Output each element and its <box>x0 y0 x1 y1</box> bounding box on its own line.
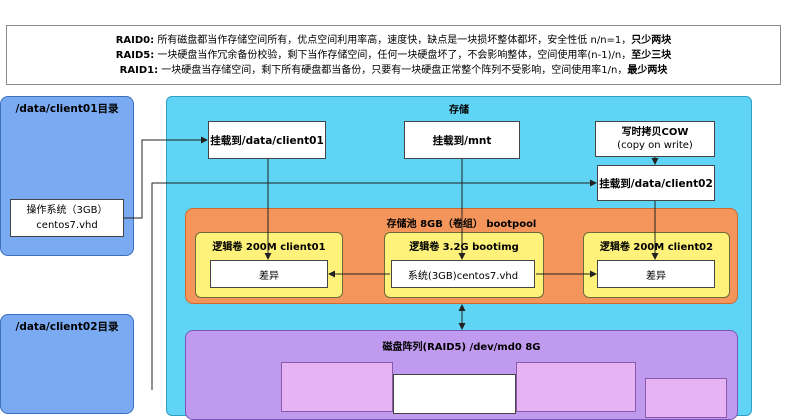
diff-box-client02: 差异 <box>597 260 715 288</box>
client02-title: /data/client02目录 <box>15 321 119 333</box>
raid0-line: RAID0: 所有磁盘都当作存储空间所有，优点空间利用率高，速度快，缺点是一块损… <box>115 35 672 46</box>
mount-mnt-box: 挂载到/mnt <box>404 121 520 159</box>
raid5-line: RAID5: 一块硬盘当作冗余备份校验，剩下当作存储空间，任何一块硬盘坏了，不会… <box>115 50 672 61</box>
storage-pool-title: 存储池 8GB（卷组） bootpool <box>386 219 537 230</box>
disk-block-1 <box>281 362 393 412</box>
lv01-title: 逻辑卷 200M client01 <box>212 242 326 253</box>
mount-client02-box: 挂载到/data/client02 <box>597 165 715 201</box>
lvboot-title: 逻辑卷 3.2G bootimg <box>409 242 519 253</box>
mount-client01-box: 挂载到/data/client01 <box>208 121 326 159</box>
disk-block-white <box>393 374 516 414</box>
cow-title: 写时拷贝COW <box>621 127 689 138</box>
raid1-line: RAID1: 一块硬盘当存储空间，剩下所有硬盘都当备份，只要有一块硬盘正常整个阵… <box>119 65 668 76</box>
client01-os-file: centos7.vhd <box>36 220 98 231</box>
client01-title: /data/client01目录 <box>15 103 119 115</box>
system-image-box: 系统(3GB)centos7.vhd <box>391 260 535 288</box>
raid-explanation-note: RAID0: 所有磁盘都当作存储空间所有，优点空间利用率高，速度快，缺点是一块损… <box>6 25 781 85</box>
diff-box-client01: 差异 <box>210 260 328 288</box>
raid-array-title: 磁盘阵列(RAID5) /dev/md0 8G <box>382 342 541 353</box>
copy-on-write-box: 写时拷贝COW (copy on write) <box>595 121 715 157</box>
lv02-title: 逻辑卷 200M client02 <box>599 242 714 253</box>
cow-subtitle: (copy on write) <box>617 140 693 151</box>
client01-os-label: 操作系统（3GB） <box>26 205 108 216</box>
client02-directory-panel: /data/client02目录 <box>0 314 134 414</box>
client01-os-box: 操作系统（3GB） centos7.vhd <box>10 199 124 237</box>
disk-block-2 <box>516 362 636 412</box>
disk-block-3 <box>645 378 727 418</box>
storage-title: 存储 <box>449 105 469 116</box>
